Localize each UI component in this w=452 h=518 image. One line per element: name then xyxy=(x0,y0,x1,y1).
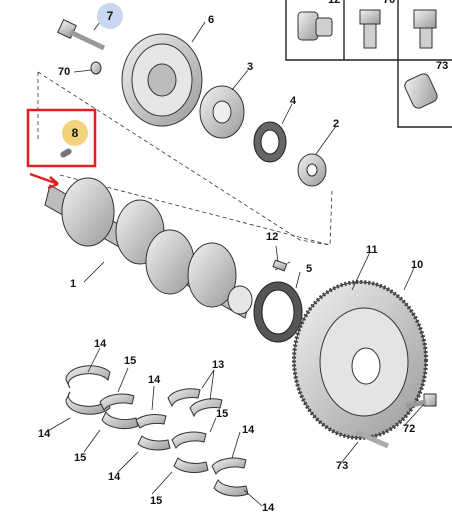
label-15a: 15 xyxy=(124,355,137,367)
label-73: 73 xyxy=(336,460,349,472)
inset-label-12: 12 xyxy=(328,0,341,6)
label-14c: 14 xyxy=(38,428,51,440)
pin-12 xyxy=(272,259,288,272)
callout-bubble-8: 8 xyxy=(62,120,88,146)
label-3: 3 xyxy=(247,61,254,73)
label-11: 11 xyxy=(366,244,378,256)
label-70: 70 xyxy=(58,66,71,78)
dowel-73 xyxy=(354,429,390,449)
label-15b: 15 xyxy=(216,408,229,420)
inset-parts-box xyxy=(285,0,452,128)
bolt-7 xyxy=(57,19,106,51)
callout-bubble-7: 7 xyxy=(97,3,123,29)
sprocket-3 xyxy=(199,85,245,139)
label-4: 4 xyxy=(290,95,297,107)
label-15c: 15 xyxy=(74,452,87,464)
label-15d: 15 xyxy=(150,495,163,507)
label-14f: 14 xyxy=(262,502,275,514)
label-14d: 14 xyxy=(108,471,121,483)
label-14b: 14 xyxy=(148,374,161,386)
label-10: 10 xyxy=(411,259,424,271)
inset-label-73: 73 xyxy=(436,60,449,72)
label-2: 2 xyxy=(333,118,340,130)
bearing-shells xyxy=(65,365,249,497)
label-72: 72 xyxy=(403,423,416,435)
bolt-72 xyxy=(405,393,437,409)
label-6: 6 xyxy=(208,14,215,26)
highlight-box xyxy=(26,108,97,190)
label-5: 5 xyxy=(306,263,313,275)
pulley-6 xyxy=(121,33,203,127)
inset-label-70: 70 xyxy=(383,0,396,6)
washer-70 xyxy=(90,61,102,75)
gear-2 xyxy=(297,153,327,187)
leader-lines xyxy=(45,21,425,507)
seal-5 xyxy=(253,281,303,343)
label-12: 12 xyxy=(266,231,279,243)
crankshaft-1 xyxy=(44,177,253,319)
inset-bolt-icon xyxy=(297,9,438,109)
label-13: 13 xyxy=(212,359,225,371)
label-1: 1 xyxy=(70,278,77,290)
label-14e: 14 xyxy=(242,424,255,436)
key-8 xyxy=(60,148,72,158)
seal-4 xyxy=(253,121,287,163)
label-14a: 14 xyxy=(94,338,107,350)
flywheel-10 xyxy=(292,280,428,440)
